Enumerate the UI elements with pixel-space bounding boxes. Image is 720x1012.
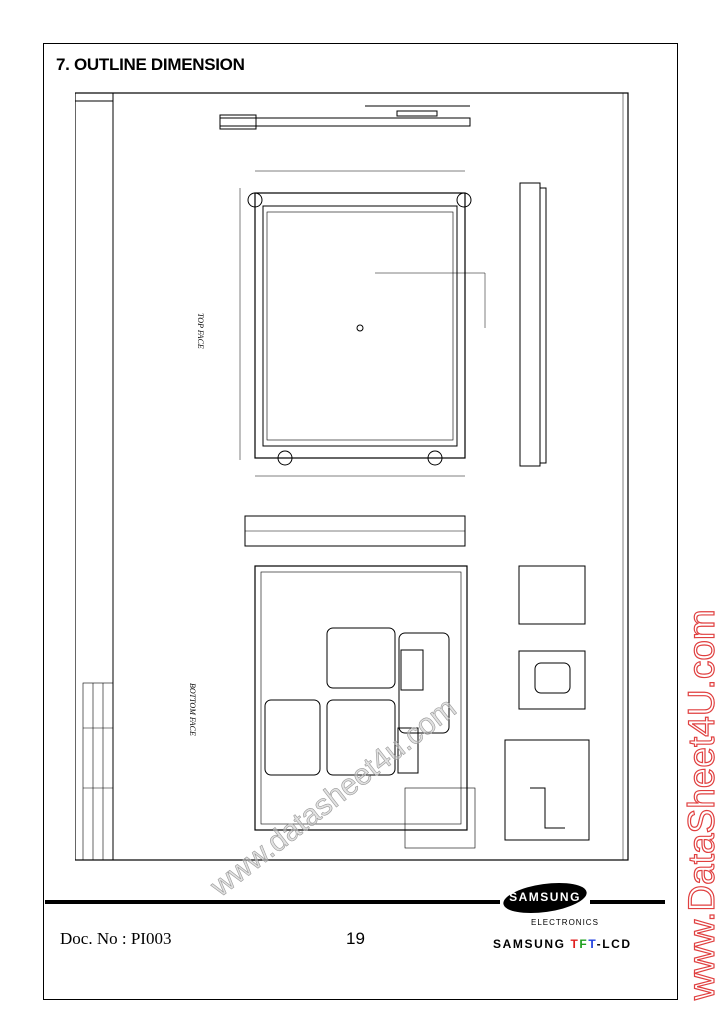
brand-label: SAMSUNG TFT-LCD	[493, 937, 632, 951]
top-face-label: TOP FACE	[196, 313, 205, 349]
footer-rule-left	[45, 900, 500, 904]
watermark-side: www.DataSheet4U.com	[680, 609, 720, 1001]
samsung-logo: SAMSUNG	[503, 882, 587, 914]
page-number: 19	[346, 929, 365, 948]
brand-f: F	[579, 937, 589, 951]
section-title: 7. OUTLINE DIMENSION	[56, 55, 245, 74]
brand-t2: T	[588, 937, 597, 951]
svg-text:SAMSUNG: SAMSUNG	[509, 890, 581, 904]
outline-drawing: TOP FACE BOTTOM FACE	[75, 92, 629, 861]
brand-prefix: SAMSUNG	[493, 937, 571, 951]
brand-suffix: -LCD	[596, 937, 632, 951]
page-border	[43, 43, 678, 1000]
bottom-face-label: BOTTOM FACE	[188, 683, 197, 736]
footer-rule-right	[590, 900, 665, 904]
brand-t1: T	[570, 937, 580, 951]
title-block	[82, 682, 114, 861]
electronics-label: ELECTRONICS	[531, 918, 599, 927]
doc-number: Doc. No : PI003	[60, 929, 172, 948]
